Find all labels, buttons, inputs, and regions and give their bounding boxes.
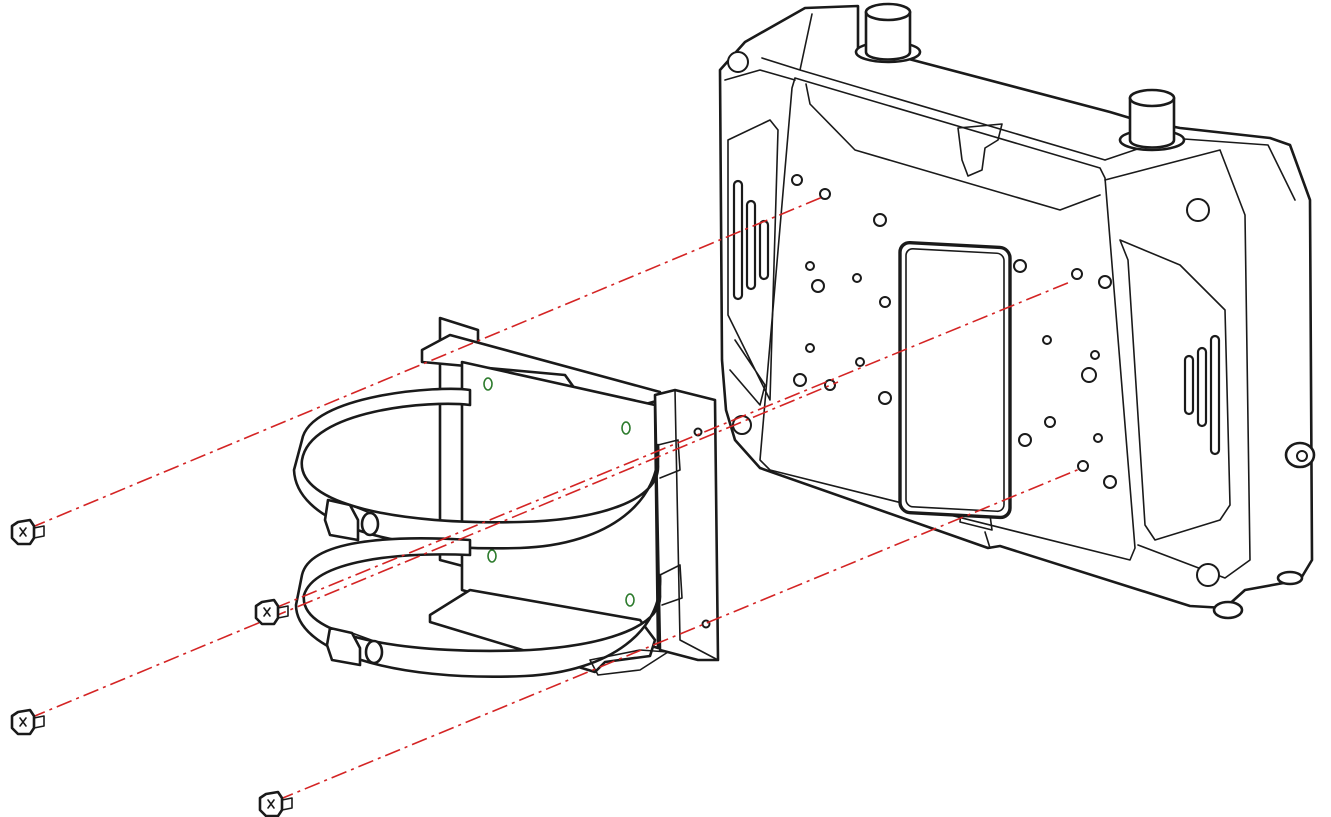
lower-clamp-band — [294, 537, 683, 678]
antenna-connector-left — [854, 2, 922, 64]
corner-hole-top-right — [1186, 198, 1210, 222]
bracket-front-flange — [589, 649, 669, 676]
guide-line-1 — [29, 195, 826, 529]
enclosure-front-face — [759, 77, 1136, 561]
guide-line-2 — [274, 281, 1071, 609]
bracket-hole-3 — [487, 549, 497, 563]
assembly-guide-lines — [29, 195, 1083, 801]
pole-mount-bracket — [292, 316, 720, 678]
enclosure-left-side — [724, 69, 796, 406]
antenna-connector-right — [1118, 88, 1186, 152]
upper-clamp-band — [292, 387, 681, 550]
device-enclosure — [718, 2, 1316, 620]
right-grille-slots — [1183, 334, 1221, 456]
bottom-connector — [984, 531, 1304, 620]
corner-hole-top-left — [727, 51, 749, 73]
corner-hole-bottom-right — [1196, 563, 1220, 587]
mounting-screw-2 — [254, 598, 289, 626]
guide-line-3 — [29, 381, 839, 719]
bracket-web — [460, 360, 660, 650]
center-label-window — [898, 240, 1012, 520]
mounting-screw-1 — [10, 518, 45, 546]
face-holes — [791, 174, 1117, 489]
top-notch — [957, 123, 1003, 177]
bracket-hole-2 — [621, 421, 631, 435]
mounting-screw-3 — [10, 708, 45, 736]
enclosure-top-bevel — [761, 13, 1296, 211]
side-connector — [1284, 441, 1316, 469]
bracket-hole-4 — [625, 593, 635, 607]
mounting-screw-4 — [258, 790, 293, 817]
bracket-hole-1 — [483, 377, 493, 391]
